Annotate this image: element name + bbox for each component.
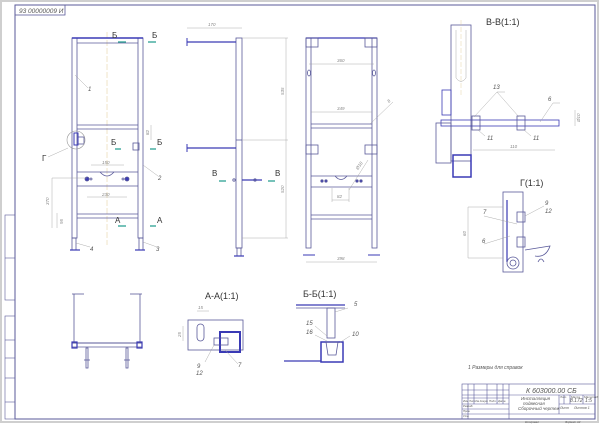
balloon: 5: [354, 302, 358, 308]
drawing-frame: [14, 4, 596, 420]
balloon: 9: [197, 364, 201, 370]
dimension: 82: [145, 129, 150, 135]
dimension: 230: [101, 192, 110, 197]
balloon: 4: [90, 247, 94, 253]
balloon: 7: [483, 210, 487, 216]
section-label: Б: [157, 138, 162, 147]
col-header: № докум.: [476, 399, 489, 403]
bottom-plan-view: [71, 293, 143, 369]
section-bb-title: Б-Б(1:1): [303, 289, 336, 299]
section-label: Б: [152, 31, 157, 40]
section-label: В: [275, 169, 280, 178]
section-label: Б: [112, 31, 117, 40]
detail-label: Г: [42, 154, 47, 163]
header-scale: Масштаб: [584, 395, 598, 399]
dimension: 150: [102, 160, 110, 165]
dimension: 82: [337, 194, 343, 199]
dimension: 360: [337, 58, 345, 63]
dimension: Ø10: [576, 113, 581, 123]
row-label: Разраб.: [463, 404, 473, 408]
format-label: Формат А3: [565, 420, 581, 424]
dimension: 95: [59, 218, 64, 224]
balloon: 11: [487, 136, 493, 142]
sheets-label: Листов 1: [573, 406, 590, 410]
product-name-line1: Инсталляция: [521, 396, 551, 401]
dimension: 170: [208, 22, 216, 27]
dimension: Ø18: [354, 160, 364, 171]
balloon: 10: [352, 332, 359, 338]
balloon: 9: [545, 201, 549, 207]
sheet-label: Лист: [559, 406, 569, 410]
dimension: 110: [510, 144, 518, 149]
balloon: 3: [156, 247, 160, 253]
document-number: К 603000.00 СБ: [526, 388, 577, 395]
dimension: 520: [280, 185, 285, 193]
dimension: 15: [198, 305, 204, 310]
balloon: 2: [157, 176, 162, 182]
balloon: 7: [238, 363, 242, 369]
section-label: В: [212, 169, 217, 178]
balloon: 15: [306, 321, 313, 327]
balloon: 13: [493, 85, 500, 91]
section-aa: [182, 310, 244, 365]
col-header: Подп.: [489, 399, 497, 403]
rear-view: [303, 37, 394, 263]
balloon: 12: [545, 209, 552, 215]
balloon: 16: [306, 330, 313, 336]
dimension: 60: [462, 230, 467, 236]
header-mass: Масса: [571, 395, 580, 399]
front-view: [47, 32, 159, 251]
balloon: 11: [533, 136, 539, 142]
product-name-line3: Сборочный чертеж: [518, 405, 560, 411]
col-header: Дата: [497, 399, 506, 403]
title-block: [461, 383, 596, 420]
dimension: 398: [337, 256, 345, 261]
section-aa-title: А-А(1:1): [205, 291, 239, 301]
row-label: Пров.: [463, 409, 471, 413]
scale-value: 1:5: [585, 398, 592, 404]
balloon: 6: [482, 239, 486, 245]
section-label: Б: [111, 138, 116, 147]
section-label: А: [157, 216, 163, 225]
side-view: [186, 27, 288, 257]
dimension: 8: [386, 98, 392, 104]
mass-value: 8.172: [570, 398, 583, 404]
dimension: 370: [45, 197, 50, 205]
detail-g: [467, 191, 551, 273]
section-label: А: [115, 216, 121, 225]
header-lit: Лит.: [559, 395, 567, 399]
section-bb: [284, 304, 351, 363]
dimension: 25: [177, 331, 182, 338]
dimension: 349: [337, 106, 345, 111]
left-side-strip: [4, 214, 16, 420]
product-name-line2: подвесная: [523, 401, 545, 406]
stamp-number-box: 93 00000009 И: [14, 4, 66, 16]
technical-note: 1 Размеры для справок: [468, 365, 523, 371]
front-view-section-markers: [115, 41, 156, 227]
detail-g-title: Г(1:1): [520, 178, 543, 188]
row-label: Утв.: [463, 414, 470, 418]
copied-label: Копировал: [525, 420, 539, 424]
col-header: Лист: [468, 399, 477, 403]
stamp-number: 93 00000009 И: [19, 8, 64, 15]
balloon: 12: [196, 371, 203, 377]
section-vv-title: В-В(1:1): [486, 17, 520, 27]
col-header: Изм: [463, 399, 468, 403]
balloon: 1: [88, 87, 91, 93]
dimension: 535: [280, 87, 285, 95]
balloon: 6: [548, 97, 552, 103]
section-vv: [435, 20, 576, 178]
